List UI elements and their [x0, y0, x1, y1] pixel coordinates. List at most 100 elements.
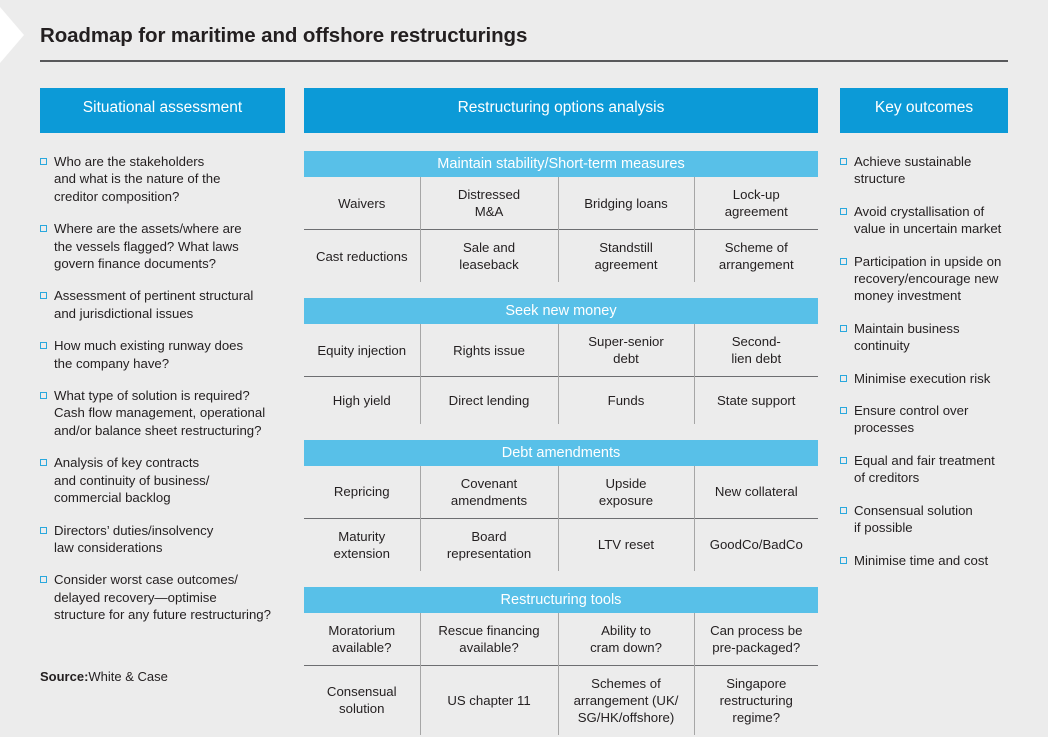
corner-chevron-decoration — [0, 7, 24, 63]
title-block: Roadmap for maritime and offshore restru… — [40, 22, 1008, 62]
restructuring-options-header: Restructuring options analysis — [304, 88, 818, 133]
list-item-label: Consensual solution if possible — [854, 502, 973, 536]
list-item: Maintain business continuity — [840, 320, 1008, 355]
table-cell: GoodCo/BadCo — [694, 517, 818, 571]
square-bullet-icon — [40, 342, 47, 350]
square-bullet-icon — [840, 257, 847, 265]
title-divider — [40, 60, 1008, 62]
table-cell: Rescue financing available? — [420, 612, 559, 665]
page-title: Roadmap for maritime and offshore restru… — [40, 24, 528, 47]
list-item: Analysis of key contracts and continuity… — [40, 454, 285, 506]
square-bullet-icon — [840, 158, 847, 165]
list-item-label: Where are the assets/where are the vesse… — [54, 221, 242, 272]
key-outcomes-header: Key outcomes — [840, 88, 1008, 133]
options-table: Moratorium available?Rescue financing av… — [304, 612, 818, 735]
table-cell: Scheme of arrangement — [694, 229, 818, 282]
table-cell: LTV reset — [558, 517, 695, 571]
list-item: Ensure control over processes — [840, 402, 1008, 437]
list-item: What type of solution is required? Cash … — [40, 387, 285, 439]
list-item: Avoid crystallisation of value in uncert… — [840, 203, 1008, 238]
table-cell: Sale and leaseback — [420, 229, 559, 282]
table-cell: Super-senior debt — [558, 324, 695, 377]
square-bullet-icon — [840, 456, 847, 464]
table-cell: Upside exposure — [558, 465, 695, 518]
list-item: Participation in upside on recovery/enco… — [840, 253, 1008, 305]
list-item-label: Consider worst case outcomes/ delayed re… — [54, 572, 271, 623]
list-item: Consensual solution if possible — [840, 502, 1008, 537]
table-cell: Standstill agreement — [558, 229, 695, 282]
list-item-label: Directors’ duties/insolvency law conside… — [54, 522, 214, 555]
section-header-3: Debt amendments — [304, 439, 818, 466]
source-line: Source:White & Case — [40, 669, 168, 684]
table-cell: Funds — [558, 376, 695, 424]
square-bullet-icon — [40, 459, 47, 467]
list-item-label: Equal and fair treatment of creditors — [854, 452, 995, 486]
list-item: Directors’ duties/insolvency law conside… — [40, 522, 285, 557]
table-cell: Repricing — [304, 465, 421, 518]
table-cell: US chapter 11 — [420, 664, 559, 735]
list-item-label: Minimise execution risk — [854, 370, 991, 386]
table-cell: Waivers — [304, 177, 421, 230]
list-item-label: Achieve sustainable structure — [854, 154, 972, 187]
table-cell: Singapore restructuring regime? — [694, 664, 818, 735]
list-item-label: Minimise time and cost — [854, 552, 989, 568]
table-cell: Bridging loans — [558, 177, 695, 230]
table-cell: Moratorium available? — [304, 612, 421, 665]
square-bullet-icon — [840, 374, 847, 382]
restructuring-options-column: Restructuring options analysis Maintain … — [304, 88, 818, 735]
list-item: Assessment of pertinent structural and j… — [40, 287, 285, 322]
table-cell: New collateral — [714, 484, 798, 499]
section-header-2: Seek new money — [304, 298, 818, 324]
square-bullet-icon — [40, 392, 47, 400]
situational-assessment-list: Who are the stakeholders and what is the… — [40, 153, 285, 624]
list-item-label: Maintain business continuity — [854, 320, 960, 354]
section-header-1: Maintain stability/Short-term measures — [304, 151, 818, 177]
square-bullet-icon — [840, 207, 847, 215]
square-bullet-icon — [40, 225, 47, 233]
table-cell: Schemes of arrangement (UK/ SG/HK/offsho… — [558, 664, 695, 735]
table-row: Moratorium available?Rescue financing av… — [304, 612, 818, 665]
list-item-label: What type of solution is required? Cash … — [54, 388, 266, 438]
square-bullet-icon — [840, 324, 847, 332]
square-bullet-icon — [40, 576, 47, 584]
source-label: Source: — [40, 669, 89, 684]
table-cell: State support — [694, 376, 818, 424]
list-item: Where are the assets/where are the vesse… — [40, 220, 285, 272]
square-bullet-icon — [40, 158, 47, 165]
list-item: Equal and fair treatment of creditors — [840, 452, 1008, 487]
square-bullet-icon — [40, 526, 47, 534]
table-cell: Lock-up agreement — [724, 187, 788, 219]
square-bullet-icon — [840, 556, 847, 564]
key-outcomes-column: Key outcomes Achieve sustainable structu… — [840, 88, 1008, 585]
table-cell: Covenant amendments — [420, 465, 559, 518]
section-header-4: Restructuring tools — [304, 586, 818, 613]
table-cell: Equity injection — [304, 324, 421, 377]
list-item: Who are the stakeholders and what is the… — [40, 153, 285, 205]
list-item: How much existing runway does the compan… — [40, 337, 285, 372]
list-item-label: Avoid crystallisation of value in uncert… — [854, 203, 1002, 237]
list-item: Consider worst case outcomes/ delayed re… — [40, 571, 285, 623]
square-bullet-icon — [840, 407, 847, 415]
table-cell: Maturity extension — [304, 517, 421, 571]
table-cell: Board representation — [420, 517, 559, 571]
table-cell: Direct lending — [420, 376, 559, 424]
list-item: Minimise time and cost — [840, 552, 1008, 569]
table-cell: Distressed M&A — [420, 177, 559, 230]
list-item-label: Who are the stakeholders and what is the… — [54, 154, 221, 204]
table-cell: Can process be pre-packaged? — [710, 622, 803, 655]
list-item-label: Analysis of key contracts and continuity… — [54, 455, 210, 506]
table-cell: Cast reductions — [304, 229, 421, 282]
table-cell: Ability to cram down? — [558, 612, 695, 665]
